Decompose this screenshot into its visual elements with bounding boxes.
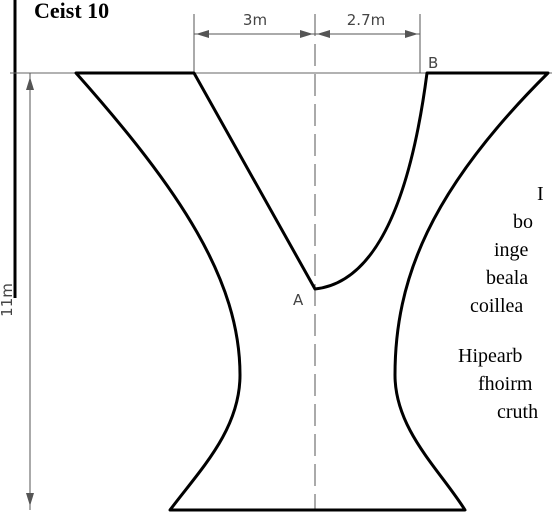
text-line: coillea (470, 295, 524, 317)
text-line: bo (513, 211, 533, 233)
left-width-label: 3m (243, 11, 267, 29)
height-arrow-bottom (26, 493, 34, 506)
text-line: beala (486, 267, 529, 289)
height-label: 11m (0, 283, 16, 317)
dim-arrow-right (405, 30, 418, 38)
text-line: cruth (497, 401, 539, 423)
text-line: fhoirm (478, 373, 533, 395)
text-line: I (537, 183, 544, 205)
y-shape-outline (74, 71, 550, 512)
dim-arrow-mid-right (317, 30, 330, 38)
right-width-label: 2.7m (347, 11, 385, 29)
text-line: inge (494, 239, 529, 261)
point-b-label: B (428, 54, 438, 72)
dim-arrow-mid-left (300, 30, 313, 38)
point-a-label: A (293, 291, 304, 309)
text-line: Hipearb (458, 345, 523, 367)
height-arrow-top (26, 77, 34, 90)
question-title: Ceist 10 (34, 0, 110, 23)
dim-arrow-left (196, 30, 209, 38)
